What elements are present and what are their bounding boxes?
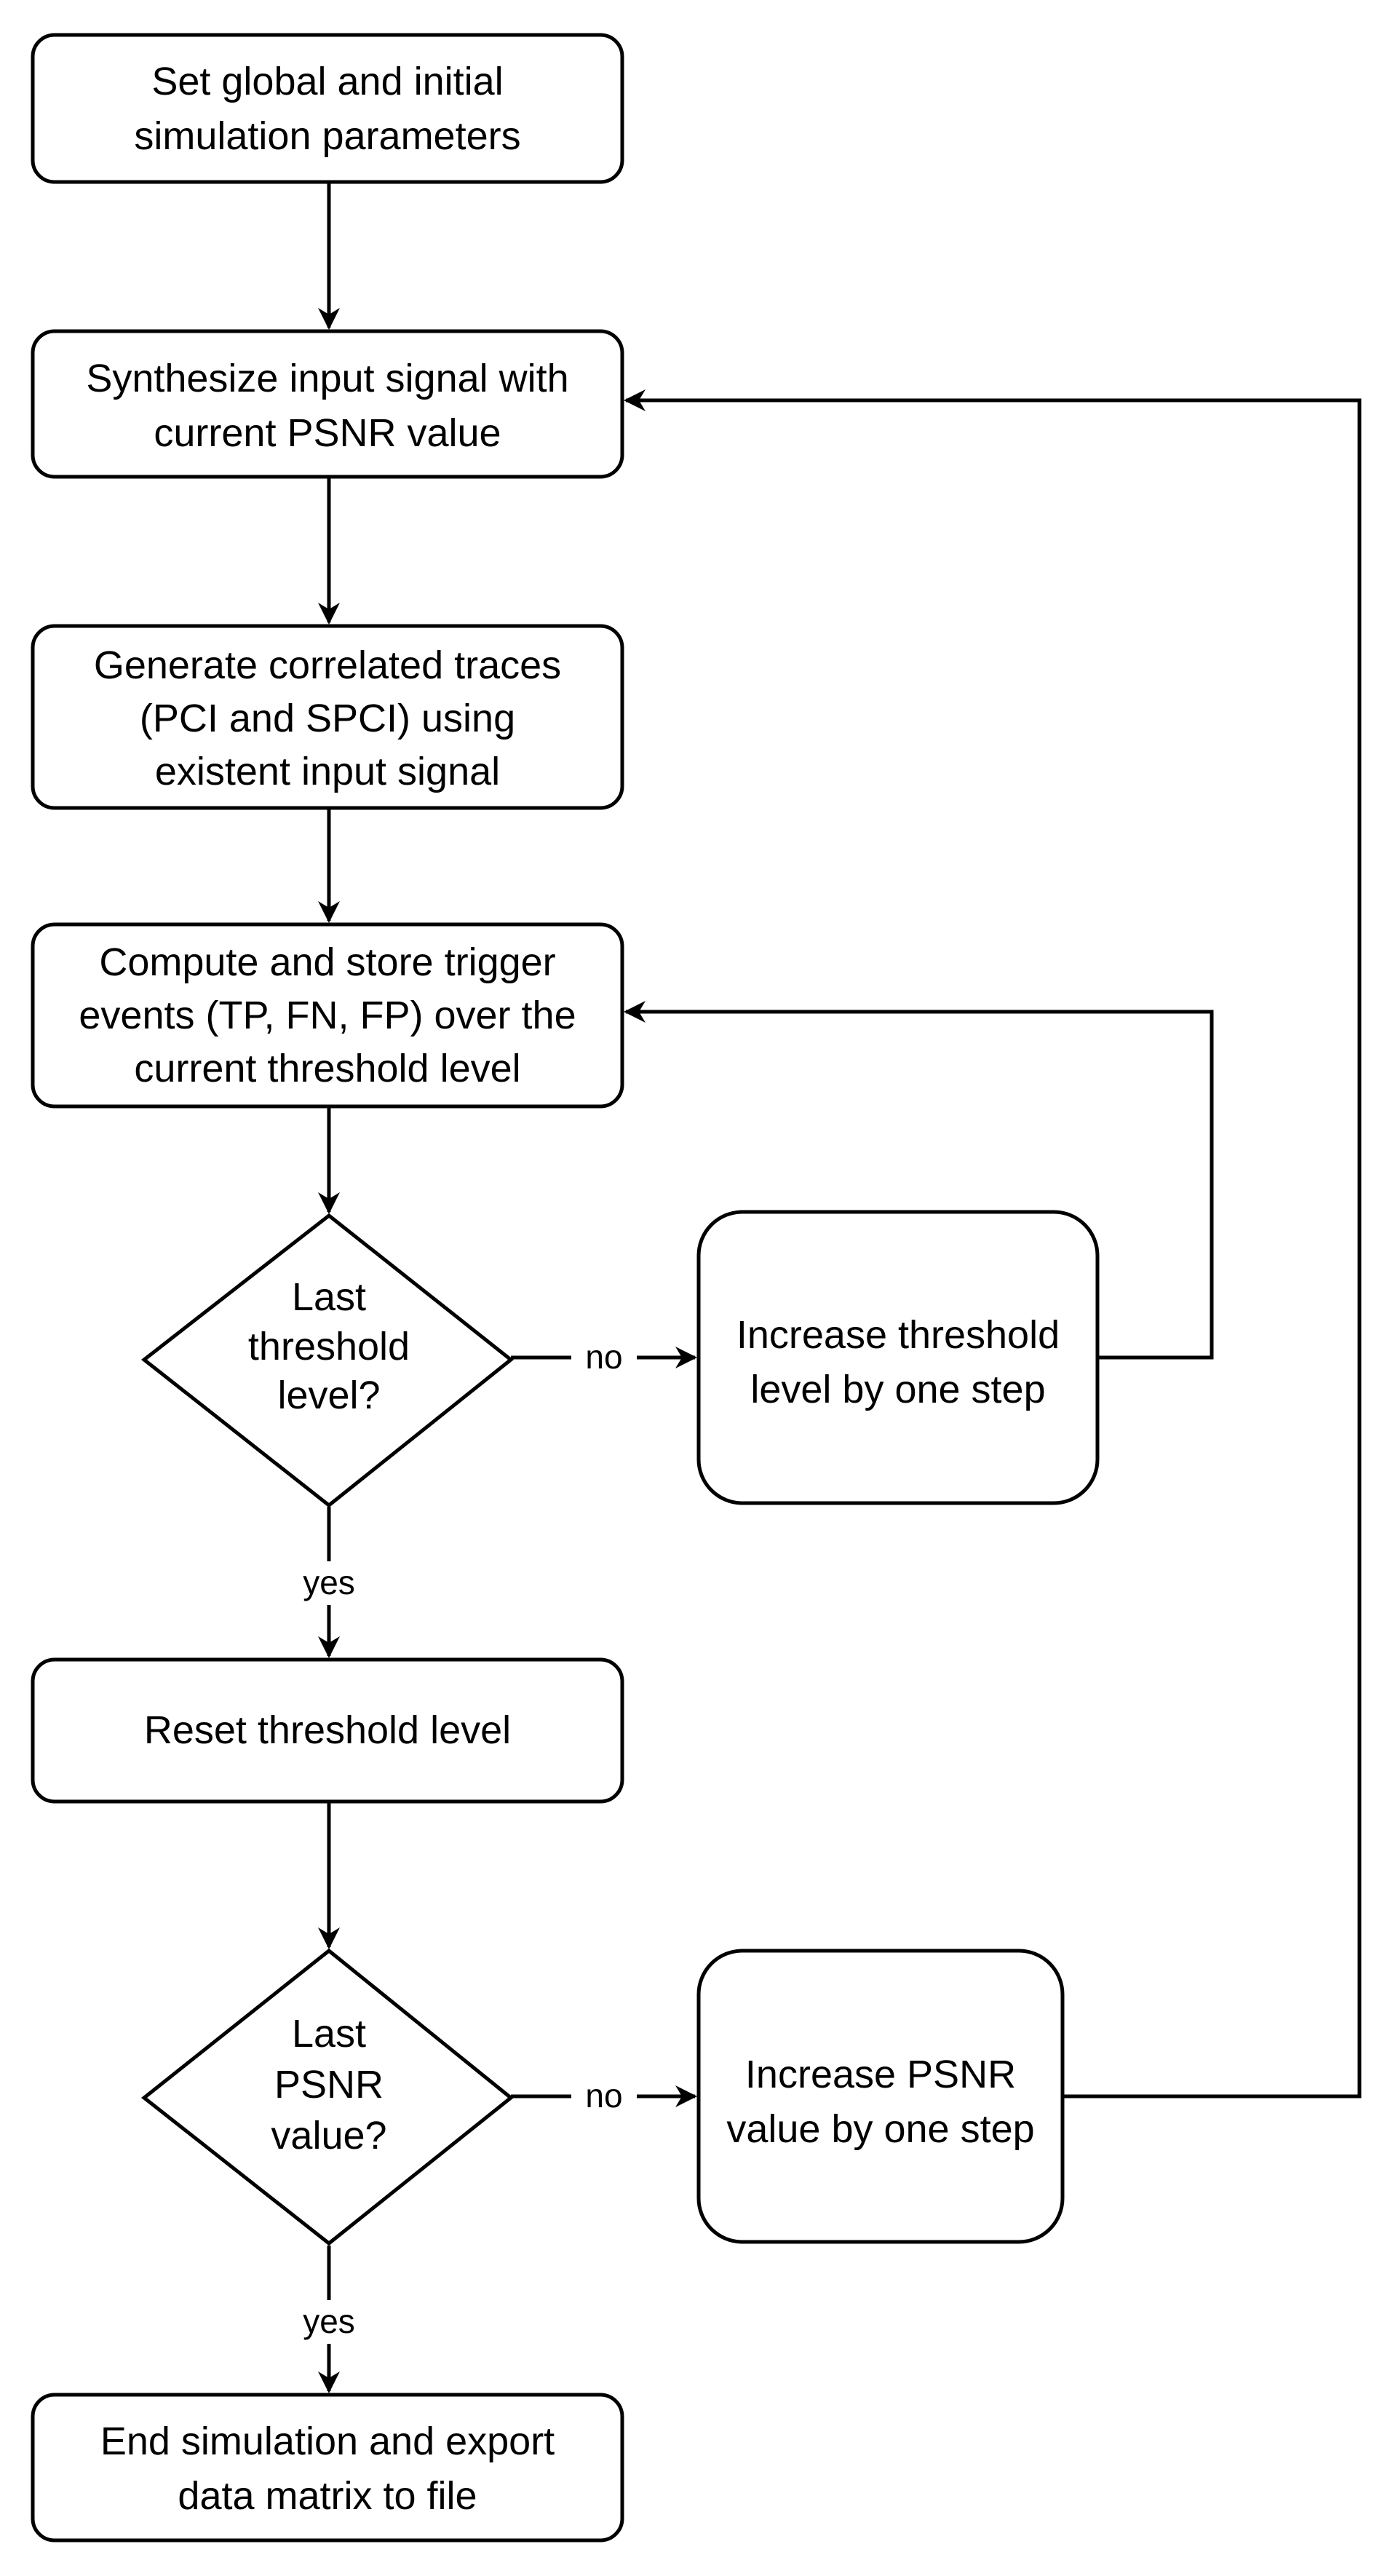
node-set-params: Set global and initial simulation parame… — [31, 33, 624, 184]
edge-increase-psnr-loop — [624, 389, 1362, 2099]
node-increase-threshold-line2: level by one step — [750, 1368, 1045, 1411]
node-generate-line1: Generate correlated traces — [94, 643, 561, 687]
edge-increase-threshold-loop — [624, 1001, 1214, 1360]
node-increase-threshold: Increase threshold level by one step — [696, 1210, 1100, 1505]
decision-last-psnr-line3: value? — [271, 2114, 386, 2157]
node-generate-line2: (PCI and SPCI) using — [140, 697, 515, 740]
edge-label-threshold-no: no — [585, 1338, 622, 1376]
edge-label-psnr-no: no — [585, 2077, 622, 2115]
edge-label-psnr-yes: yes — [303, 2302, 355, 2340]
node-compute-line3: current threshold level — [134, 1047, 520, 1090]
decision-last-psnr: Last PSNR value? — [140, 1948, 514, 2246]
decision-last-threshold: Last threshold level? — [140, 1213, 515, 1508]
node-increase-psnr-line2: value by one step — [726, 2107, 1034, 2151]
decision-last-threshold-line3: level? — [277, 1374, 380, 1417]
decision-last-psnr-line2: PSNR — [274, 2063, 384, 2107]
node-increase-psnr: Increase PSNR value by one step — [696, 1949, 1065, 2244]
node-synthesize: Synthesize input signal with current PSN… — [31, 329, 624, 479]
node-increase-psnr-line1: Increase PSNR — [745, 2053, 1016, 2096]
node-generate: Generate correlated traces (PCI and SPCI… — [31, 624, 624, 810]
node-end-simulation-line1: End simulation and export — [100, 2420, 555, 2463]
decision-last-threshold-line1: Last — [292, 1275, 366, 1319]
node-increase-threshold-line1: Increase threshold — [736, 1313, 1060, 1357]
node-synthesize-line1: Synthesize input signal with — [86, 357, 568, 400]
node-end-simulation-line2: data matrix to file — [178, 2474, 477, 2518]
edge-label-threshold-yes: yes — [303, 1564, 355, 1601]
decision-last-threshold-line2: threshold — [248, 1325, 410, 1368]
node-reset-threshold-line1: Reset threshold level — [144, 1708, 511, 1752]
node-compute-line2: events (TP, FN, FP) over the — [79, 994, 576, 1037]
node-synthesize-line2: current PSNR value — [154, 411, 501, 455]
node-generate-line3: existent input signal — [155, 750, 500, 793]
node-end-simulation: End simulation and export data matrix to… — [31, 2393, 624, 2543]
node-set-params-line2: simulation parameters — [134, 114, 520, 158]
node-set-params-line1: Set global and initial — [151, 60, 503, 103]
edge-labels: no yes no yes — [287, 1338, 637, 2344]
node-compute-line1: Compute and store trigger — [99, 940, 555, 984]
node-compute: Compute and store trigger events (TP, FN… — [31, 922, 624, 1109]
decision-last-psnr-line1: Last — [292, 2012, 366, 2056]
node-reset-threshold: Reset threshold level — [31, 1657, 624, 1804]
